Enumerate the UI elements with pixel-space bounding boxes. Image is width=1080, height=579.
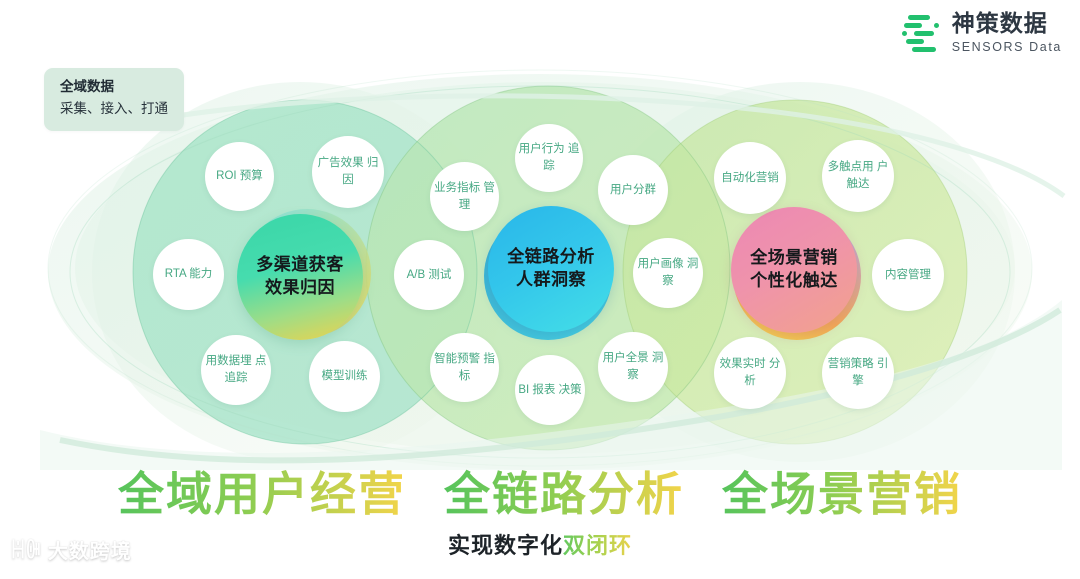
satellite-label-line1: 用数据埋 [205, 355, 252, 368]
sensors-s-mark-icon [901, 12, 942, 54]
satellite-label-line1: 用户画像 [637, 258, 684, 271]
satellite-label-line1: 广告效果 [317, 157, 364, 170]
tagline-highlight: 双闭环 [563, 533, 633, 558]
satellite-marketing-strategy-engine[interactable]: 营销策略 引擎 [822, 337, 894, 409]
satellite-business-metric-mgmt[interactable]: 业务指标 管理 [430, 162, 499, 231]
brand-logo: 神策数据 SENSORS Data [901, 10, 1062, 55]
satellite-label-line2: 指标 [458, 352, 495, 382]
satellite-label-line2: 户触达 [846, 161, 889, 190]
satellite-label-line1: 多触点用 [827, 161, 874, 174]
satellite-label-line2: 洞察 [627, 352, 664, 381]
watermark-logo-icon: ꀍꁏ [10, 539, 42, 563]
satellite-user-panorama-insight[interactable]: 用户全景 洞察 [598, 332, 668, 402]
satellite-label: 自动化营销 [721, 171, 779, 184]
headline-acquisition: 全域用户经营 [118, 458, 406, 524]
tagline-prefix: 实现数字化 [447, 533, 563, 558]
satellite-label: 模型训练 [321, 370, 368, 383]
chip-title: 全域数据 [60, 79, 114, 94]
satellite-label-line1: 业务指标 [434, 181, 481, 194]
logo-name-cn: 神策数据 [951, 10, 1048, 37]
headline-row: 全域用户经营 全链路分析 全场景营销 [0, 458, 1080, 524]
acquisition-center-line2: 效果归因 [265, 278, 335, 297]
marketing-center-line1: 全场景营销 [750, 248, 838, 268]
satellite-roi-budget[interactable]: ROI 预算 [205, 142, 274, 211]
satellite-bi-report-decision[interactable]: BI 报表 决策 [515, 355, 585, 425]
watermark: ꀍꁏ 大数跨境 [10, 535, 132, 564]
logo-name-en: SENSORS Data [951, 40, 1062, 55]
marketing-center-line2: 个性化触达 [750, 271, 838, 290]
acquisition-center-bubble[interactable]: 多渠道获客 效果归因 [237, 214, 363, 340]
satellite-label-line2: 引擎 [852, 358, 889, 387]
satellite-label-line2: 分析 [744, 358, 781, 387]
analysis-center-bubble[interactable]: 全链路分析 人群洞察 [488, 206, 614, 332]
headline-analysis: 全链路分析 [444, 458, 684, 524]
marketing-center-bubble[interactable]: 全场景营销 个性化触达 [731, 207, 857, 333]
satellite-label-line2: 洞察 [662, 258, 699, 287]
satellite-ab-test[interactable]: A/B 测试 [394, 240, 464, 310]
satellite-smart-alert-metric[interactable]: 智能预警 指标 [430, 333, 499, 402]
satellite-label-line2: 归因 [342, 157, 379, 186]
satellite-ad-effect-attribution[interactable]: 广告效果 归因 [312, 136, 384, 208]
satellite-realtime-effect-analysis[interactable]: 效果实时 分析 [714, 337, 786, 409]
satellite-label: ROI 预算 [216, 170, 263, 183]
satellite-label: RTA 能力 [164, 268, 213, 281]
watermark-text: 大数跨境 [47, 541, 132, 563]
satellite-label-line1: 效果实时 [719, 358, 766, 371]
chip-subtitle: 采集、接入、打通 [60, 101, 168, 117]
satellite-rta-capability[interactable]: RTA 能力 [153, 239, 224, 310]
satellite-user-behavior-tracking[interactable]: 用户行为 追踪 [515, 124, 583, 192]
analysis-center-line1: 全链路分析 [507, 247, 595, 267]
analysis-center-line2: 人群洞察 [516, 270, 586, 289]
satellite-user-profile-insight[interactable]: 用户画像 洞察 [633, 238, 703, 308]
satellite-label-line1: 智能预警 [434, 352, 481, 365]
satellite-label-line2: 点追踪 [224, 355, 267, 384]
headline-marketing: 全场景营销 [722, 458, 962, 524]
satellite-label: 用户分群 [610, 183, 656, 196]
satellite-label-line2: 管理 [458, 181, 495, 211]
satellite-label-line1: 用户行为 [518, 143, 565, 156]
satellite-user-segmentation[interactable]: 用户分群 [598, 155, 668, 225]
satellite-content-management[interactable]: 内容管理 [872, 239, 944, 311]
satellite-label: 内容管理 [885, 268, 931, 281]
data-layer-chip: 全域数据 采集、接入、打通 [44, 68, 184, 131]
satellite-label-line1: 用户全景 [602, 352, 649, 365]
tagline: 实现数字化双闭环 [0, 528, 1080, 560]
acquisition-center-line1: 多渠道获客 [256, 255, 344, 275]
satellite-multi-touch-reach[interactable]: 多触点用 户触达 [822, 140, 894, 212]
satellite-marketing-automation[interactable]: 自动化营销 [714, 142, 786, 214]
satellite-label-line1: BI 报表 [518, 383, 556, 396]
satellite-label: A/B 测试 [406, 268, 452, 281]
satellite-label-line2: 决策 [558, 383, 582, 396]
satellite-label-line1: 营销策略 [827, 358, 874, 371]
satellite-model-training[interactable]: 模型训练 [309, 341, 380, 412]
satellite-data-tracking[interactable]: 用数据埋 点追踪 [201, 335, 271, 405]
satellite-label-line2: 追踪 [543, 143, 580, 172]
